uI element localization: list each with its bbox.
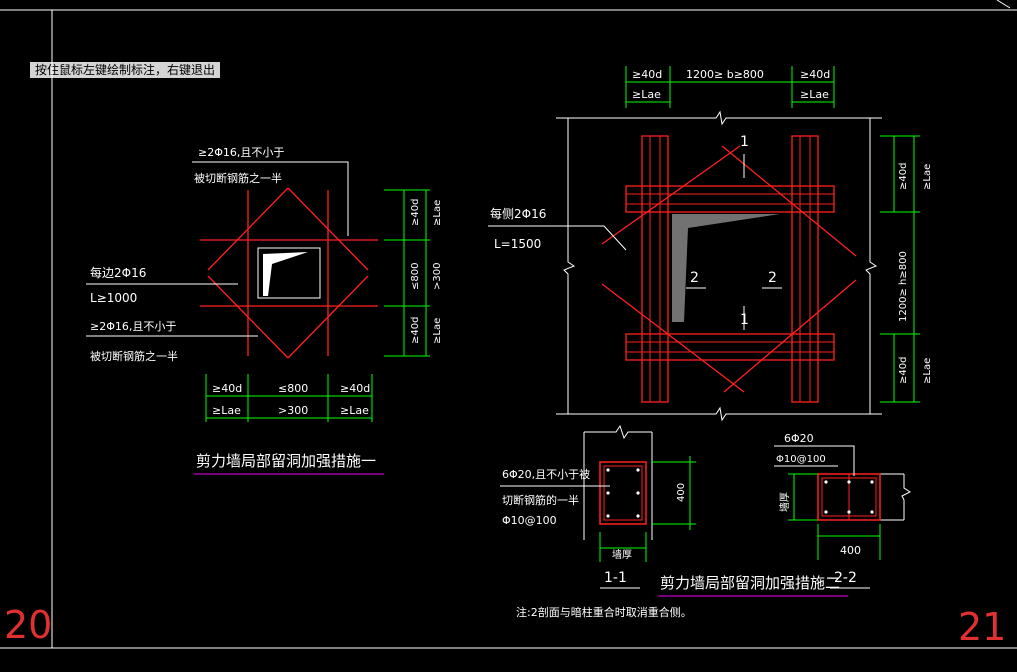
sec22-label: 2-2 [834, 570, 857, 586]
section-mark-2-left: 2 [690, 270, 699, 286]
sec22-dim-w: 400 [840, 544, 861, 557]
dim-2-right [880, 135, 920, 403]
dim-1-bottom [205, 374, 373, 422]
sheet-number-left: 20 [4, 603, 52, 647]
footnote: 注:2剖面与暗柱重合时取消重合侧。 [516, 605, 692, 619]
dim-2-r-2: ≥40d [898, 357, 909, 384]
shear-hatch [672, 214, 780, 322]
dim-2-t2-0: ≥Lae [632, 88, 661, 101]
note-1-top-a: ≥2Φ16,且不小于 [198, 146, 284, 159]
dim-1-b-0: ≥40d [212, 382, 242, 395]
dim-1-r-0: ≥40d [410, 199, 421, 226]
dim-2-t-0: ≥40d [632, 68, 662, 81]
dim-1-r-2: ≥40d [410, 317, 421, 344]
dim-2-t2-1: ≥Lae [800, 88, 829, 101]
detail-2-title: 剪力墙局部留洞加强措施二 [660, 574, 840, 592]
note-1-bot-b: 被切断钢筋之一半 [90, 349, 178, 363]
dim-1-b-2: ≥40d [340, 382, 370, 395]
note-1-bot-a: ≥2Φ16,且不小于 [90, 320, 176, 333]
note-2-b: L=1500 [494, 237, 541, 251]
status-tooltip: 按住鼠标左键绘制标注，右键退出 [30, 62, 221, 78]
sec11-dim-h: 400 [676, 483, 687, 502]
dim-1-r2-0: ≥Lae [432, 200, 443, 226]
dim-1-r2-1: >300 [432, 263, 443, 290]
dim-2-r-1: 1200≥ h≥800 [898, 251, 909, 322]
dim-1-b2-1: >300 [278, 404, 308, 417]
sec11-label: 1-1 [604, 570, 627, 586]
dim-1-b2-0: ≥Lae [212, 404, 241, 417]
rebar-lines-1 [200, 187, 378, 359]
rebar-lines-2 [601, 135, 857, 403]
note-2-a: 每侧2Φ16 [490, 206, 546, 221]
dim-2-r2-0: ≥Lae [922, 164, 933, 190]
sec22-note-a: 6Φ20 [784, 432, 814, 445]
dim-1-b2-2: ≥Lae [340, 404, 369, 417]
dim-1-r2-2: ≥Lae [432, 318, 443, 344]
sec22-note-b: Φ10@100 [776, 454, 826, 465]
sheet-number-right: 21 [958, 605, 1006, 649]
note-1-top-b: 被切断钢筋之一半 [194, 171, 282, 185]
opening-1 [257, 247, 321, 299]
note-1-mid-a: 每边2Φ16 [90, 265, 146, 280]
dim-1-r-1: ≤800 [410, 263, 421, 290]
note-1-mid-b: L≥1000 [90, 291, 137, 305]
sec11-note-c: Φ10@100 [502, 514, 557, 527]
sec11-note-b: 切断钢筋的一半 [502, 493, 579, 507]
section-mark-1-bot: 1 [740, 312, 749, 328]
sec22-dim-h: 墙厚 [778, 492, 791, 512]
detail-2: 每侧2Φ16 L=1500 1 1 2 2 ≥40d 1200≥ b≥800 ≥… [488, 66, 933, 422]
drawing-frame [0, 0, 1017, 649]
dim-2-r2-1: ≥Lae [922, 358, 933, 384]
dim-2-r-0: ≥40d [898, 163, 909, 190]
detail-1-title: 剪力墙局部留洞加强措施一 [196, 452, 376, 470]
dim-2-t-1: 1200≥ b≥800 [686, 68, 764, 81]
detail-1: ≥2Φ16,且不小于 被切断钢筋之一半 每边2Φ16 L≥1000 ≥2Φ16,… [86, 146, 443, 475]
section-1-1: 6Φ20,且不小于被 切断钢筋的一半 Φ10@100 400 墙厚 1-1 [500, 424, 696, 589]
section-2-2: 6Φ20 Φ10@100 墙厚 400 2-2 [774, 432, 911, 589]
dim-2-t-2: ≥40d [800, 68, 830, 81]
dim-1-b-1: ≤800 [278, 382, 308, 395]
section-mark-2-right: 2 [768, 270, 777, 286]
dim-1-right [384, 189, 430, 357]
sec11-note-a: 6Φ20,且不小于被 [502, 468, 590, 481]
dim-2-top [625, 66, 835, 108]
opening-corner-mark [263, 252, 308, 296]
sec11-dim-w: 墙厚 [612, 548, 632, 561]
section-mark-1-top: 1 [740, 134, 749, 150]
